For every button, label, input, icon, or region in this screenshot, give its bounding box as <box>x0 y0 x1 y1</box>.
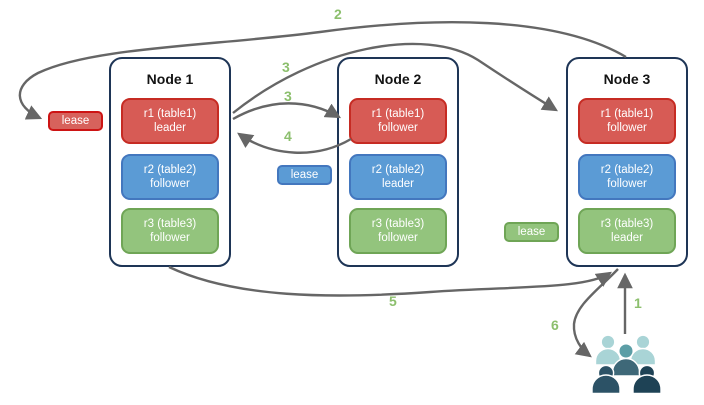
replica-range: r2 (table2) <box>143 163 197 176</box>
replica-range: r1 (table1) <box>143 107 197 120</box>
replica-role: follower <box>378 122 418 134</box>
step-label-4: 4 <box>284 128 292 144</box>
node1-r3-replica: r3 (table3) follower <box>121 208 219 254</box>
node-1-box: Node 1 r1 (table1) leader r2 (table2) fo… <box>109 57 231 267</box>
replica-role: follower <box>150 232 190 244</box>
node2-r3-replica: r3 (table3) follower <box>349 208 447 254</box>
lease-badge-table1: lease <box>48 111 103 131</box>
node3-r1-replica: r1 (table1) follower <box>578 98 676 144</box>
node-2-title: Node 2 <box>374 71 422 87</box>
replica-role: leader <box>382 178 414 190</box>
arrow-step-4 <box>237 132 352 154</box>
user-back-right <box>629 334 657 366</box>
replica-range: r3 (table3) <box>600 217 654 230</box>
step-label-3a: 3 <box>282 59 290 75</box>
user-front-left <box>591 364 621 394</box>
replica-range: r3 (table3) <box>371 217 425 230</box>
replica-role: leader <box>154 122 186 134</box>
node1-r1-replica: r1 (table1) leader <box>121 98 219 144</box>
replica-role: follower <box>607 178 647 190</box>
user-back-left <box>594 334 622 366</box>
replica-role: follower <box>607 122 647 134</box>
replica-range: r3 (table3) <box>143 217 197 230</box>
step-label-6: 6 <box>551 317 559 333</box>
user-front-right <box>632 364 662 394</box>
node-3-title: Node 3 <box>603 71 651 87</box>
node-1-title: Node 1 <box>146 71 194 87</box>
replica-range: r2 (table2) <box>371 163 425 176</box>
step-label-5: 5 <box>389 293 397 309</box>
arrow-step-3-to-node2 <box>232 102 342 121</box>
lease-badge-table3: lease <box>504 222 559 242</box>
users-group-icon <box>591 334 662 394</box>
node2-r1-replica: r1 (table1) follower <box>349 98 447 144</box>
arrow-step-5 <box>168 265 612 297</box>
replica-role: leader <box>611 232 643 244</box>
node1-r2-replica: r2 (table2) follower <box>121 154 219 200</box>
replica-range: r2 (table2) <box>600 163 654 176</box>
step-label-1: 1 <box>634 295 642 311</box>
node2-r2-replica: r2 (table2) leader <box>349 154 447 200</box>
node3-r2-replica: r2 (table2) follower <box>578 154 676 200</box>
node-2-box: Node 2 r1 (table1) follower r2 (table2) … <box>337 57 459 267</box>
lease-badge-table2: lease <box>277 165 332 185</box>
node-3-box: Node 3 r1 (table1) follower r2 (table2) … <box>566 57 688 267</box>
replica-role: follower <box>378 232 418 244</box>
replica-role: follower <box>150 178 190 190</box>
step-label-2: 2 <box>334 6 342 22</box>
node3-r3-replica: r3 (table3) leader <box>578 208 676 254</box>
step-label-3b: 3 <box>284 88 292 104</box>
replica-range: r1 (table1) <box>600 107 654 120</box>
replica-range: r1 (table1) <box>371 107 425 120</box>
